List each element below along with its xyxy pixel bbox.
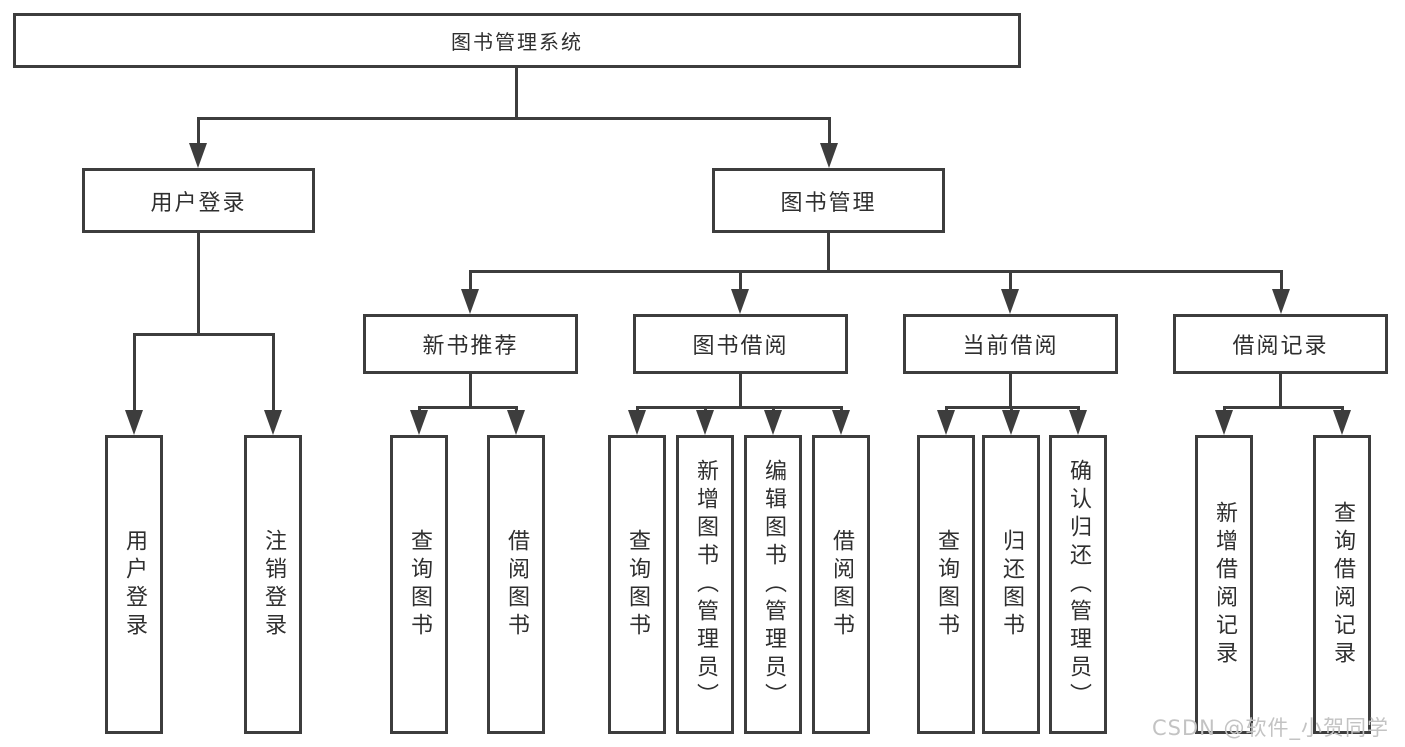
- connector-line: [133, 333, 275, 336]
- node-label: 注销登录: [261, 528, 286, 641]
- connector-arrowhead: [764, 410, 782, 435]
- connector-arrowhead: [507, 410, 525, 435]
- connector-line: [197, 117, 200, 145]
- leaf-borrow-books: 借阅图书: [812, 435, 870, 734]
- connector-line: [636, 406, 842, 409]
- connector-arrowhead: [461, 289, 479, 314]
- connector-line: [469, 270, 472, 292]
- node-label: 查询图书: [934, 528, 959, 641]
- connector-arrowhead: [125, 410, 143, 435]
- connector-line: [1279, 374, 1282, 408]
- node-label: 查询图书: [625, 528, 650, 641]
- connector-line: [272, 333, 275, 413]
- connector-arrowhead: [189, 143, 207, 168]
- node-user-login: 用户登录: [82, 168, 315, 233]
- node-label: 新书推荐: [422, 334, 519, 359]
- connector-arrowhead: [1333, 410, 1351, 435]
- node-label: 图书管理: [780, 190, 877, 216]
- node-library-management-system: 图书管理系统: [13, 13, 1021, 68]
- connector-arrowhead: [820, 143, 838, 168]
- connector-arrowhead: [1272, 289, 1290, 314]
- connector-line: [197, 233, 200, 335]
- node-label: 图书管理系统: [451, 30, 583, 54]
- connector-line: [827, 233, 830, 273]
- node-book-borrowing: 图书借阅: [633, 314, 848, 374]
- connector-line: [828, 117, 831, 145]
- leaf-confirm-return-admin: 确认归还（管理员）: [1049, 435, 1107, 734]
- connector-arrowhead: [1002, 410, 1020, 435]
- connector-line: [1009, 374, 1012, 408]
- connector-line: [1009, 270, 1012, 292]
- node-label: 归还图书: [999, 528, 1024, 641]
- node-label: 借阅记录: [1232, 334, 1329, 359]
- connector-line: [1223, 406, 1343, 409]
- node-label: 借阅图书: [829, 528, 854, 641]
- node-label: 新增借阅记录: [1212, 500, 1237, 669]
- connector-arrowhead: [410, 410, 428, 435]
- connector-arrowhead: [832, 410, 850, 435]
- connector-line: [515, 68, 518, 118]
- connector-line: [739, 270, 742, 292]
- connector-arrowhead: [1001, 289, 1019, 314]
- leaf-query-books-current: 查询图书: [917, 435, 975, 734]
- node-label: 确认归还（管理员）: [1066, 458, 1091, 711]
- leaf-user-login: 用户登录: [105, 435, 163, 734]
- leaf-query-books-borrow: 查询图书: [608, 435, 666, 734]
- connector-arrowhead: [1069, 410, 1087, 435]
- connector-line: [1280, 270, 1283, 292]
- node-label: 当前借阅: [962, 334, 1059, 359]
- node-new-book-recommendation: 新书推荐: [363, 314, 578, 374]
- leaf-return-books: 归还图书: [982, 435, 1040, 734]
- connector-line: [469, 270, 1282, 273]
- node-label: 编辑图书（管理员）: [761, 458, 786, 711]
- node-label: 查询借阅记录: [1330, 500, 1355, 669]
- leaf-add-books-admin: 新增图书（管理员）: [676, 435, 734, 734]
- connector-arrowhead: [264, 410, 282, 435]
- connector-arrowhead: [731, 289, 749, 314]
- connector-line: [197, 117, 831, 120]
- node-label: 借阅图书: [504, 528, 529, 641]
- leaf-query-borrow-record: 查询借阅记录: [1313, 435, 1371, 734]
- node-label: 图书借阅: [692, 334, 789, 359]
- leaf-borrow-books-recommend: 借阅图书: [487, 435, 545, 734]
- node-book-management: 图书管理: [712, 168, 945, 233]
- connector-line: [133, 333, 136, 413]
- connector-arrowhead: [1215, 410, 1233, 435]
- connector-line: [418, 406, 518, 409]
- connector-arrowhead: [696, 410, 714, 435]
- connector-line: [469, 374, 472, 408]
- node-label: 用户登录: [150, 190, 247, 216]
- node-label: 查询图书: [407, 528, 432, 641]
- leaf-logout: 注销登录: [244, 435, 302, 734]
- leaf-add-borrow-record: 新增借阅记录: [1195, 435, 1253, 734]
- csdn-watermark: CSDN @软件_小贺同学: [1152, 716, 1390, 740]
- node-label: 用户登录: [122, 528, 147, 641]
- leaf-edit-books-admin: 编辑图书（管理员）: [744, 435, 802, 734]
- connector-arrowhead: [937, 410, 955, 435]
- connector-line: [739, 374, 742, 408]
- node-current-borrowing: 当前借阅: [903, 314, 1118, 374]
- node-borrowing-records: 借阅记录: [1173, 314, 1388, 374]
- node-label: 新增图书（管理员）: [693, 458, 718, 711]
- leaf-query-books-recommend: 查询图书: [390, 435, 448, 734]
- connector-arrowhead: [628, 410, 646, 435]
